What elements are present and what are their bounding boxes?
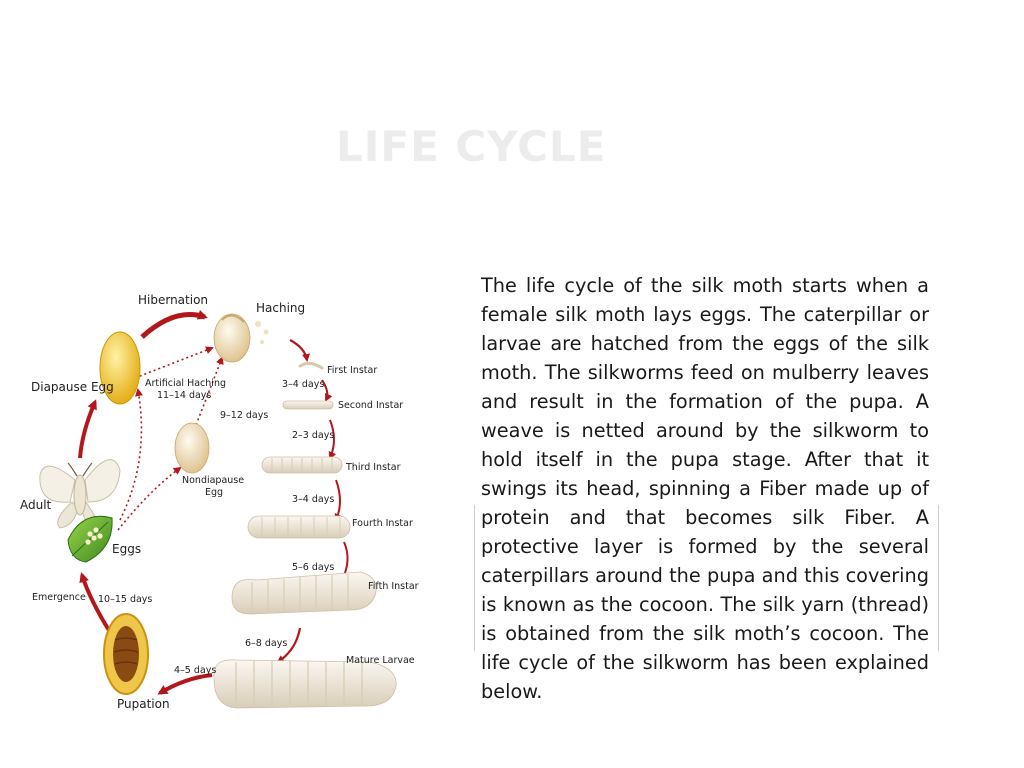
larva-fourth-instar	[247, 515, 351, 539]
arrow-hatch-to-first	[289, 339, 310, 362]
arrow-mature-to-pupa	[157, 673, 213, 695]
label-first-instar: First Instar	[327, 365, 377, 376]
description-text: The life cycle of the silk moth starts w…	[481, 274, 929, 703]
life-cycle-svg: Hibernation Haching Diapause Egg Artific…	[20, 293, 419, 711]
pupa-cocoon	[103, 613, 149, 695]
slide-title: LIFE CYCLE	[336, 122, 607, 171]
arrow-nondiapause-to-hatch	[195, 356, 224, 426]
arrow-second-to-third	[328, 419, 337, 460]
arrow-third-to-fourth	[334, 479, 343, 522]
arrow-adult-to-diapause	[78, 399, 97, 459]
arrow-pupa-to-adult	[79, 572, 112, 634]
divider-right	[938, 505, 939, 651]
larva-fifth-instar	[231, 571, 377, 615]
arrow-hibernation	[140, 310, 208, 339]
label-artificial-hatching-days: 11–14 days	[157, 390, 211, 401]
divider-left	[474, 505, 475, 651]
arrow-first-to-second	[321, 379, 333, 402]
label-second-to-third-days: 2–3 days	[292, 430, 334, 441]
larva-mature	[213, 659, 397, 709]
label-adult: Adult	[20, 498, 52, 512]
label-second-instar: Second Instar	[338, 400, 403, 411]
label-fifth-to-mature-days: 6–8 days	[245, 638, 287, 649]
arrow-eggs-to-diapause	[119, 388, 143, 521]
label-pupa-to-adult-days: 10–15 days	[98, 594, 152, 605]
label-first-to-second-days: 3–4 days	[282, 379, 324, 390]
leaf-with-eggs	[67, 515, 113, 563]
diapause-egg	[99, 331, 141, 405]
arrow-eggs-to-nondiapause	[117, 466, 182, 531]
hatching-egg	[213, 313, 269, 363]
label-pupation: Pupation	[117, 697, 170, 711]
label-artificial-hatching: Artificial Haching	[145, 378, 226, 389]
larva-first-instar	[298, 361, 324, 370]
life-cycle-diagram: Hibernation Haching Diapause Egg Artific…	[0, 280, 460, 740]
label-nondiapause-egg-1: Nondiapause	[182, 475, 244, 486]
arrow-artificial-hatching	[134, 346, 214, 379]
nondiapause-egg	[174, 422, 210, 474]
label-mature-larvae: Mature Larvae	[346, 655, 415, 666]
label-fifth-instar: Fifth Instar	[368, 581, 419, 592]
label-third-instar: Third Instar	[345, 462, 401, 473]
label-third-to-fourth-days: 3–4 days	[292, 494, 334, 505]
label-emergence: Emergence	[32, 592, 86, 603]
label-nondiapause-egg-2: Egg	[205, 487, 223, 498]
larva-second-instar	[282, 400, 334, 410]
label-hatching: Haching	[256, 301, 305, 315]
label-hibernation: Hibernation	[138, 293, 208, 307]
arrow-fifth-to-mature	[276, 627, 302, 664]
label-eggs: Eggs	[112, 542, 141, 556]
larva-third-instar	[261, 456, 343, 474]
label-fourth-instar: Fourth Instar	[352, 518, 413, 529]
label-mature-to-pupa-days: 4–5 days	[174, 665, 216, 676]
label-nondiapause-days: 9–12 days	[220, 410, 268, 421]
adult-moth	[39, 459, 121, 529]
label-diapause-egg: Diapause Egg	[31, 380, 114, 394]
label-fourth-to-fifth-days: 5–6 days	[292, 562, 334, 573]
